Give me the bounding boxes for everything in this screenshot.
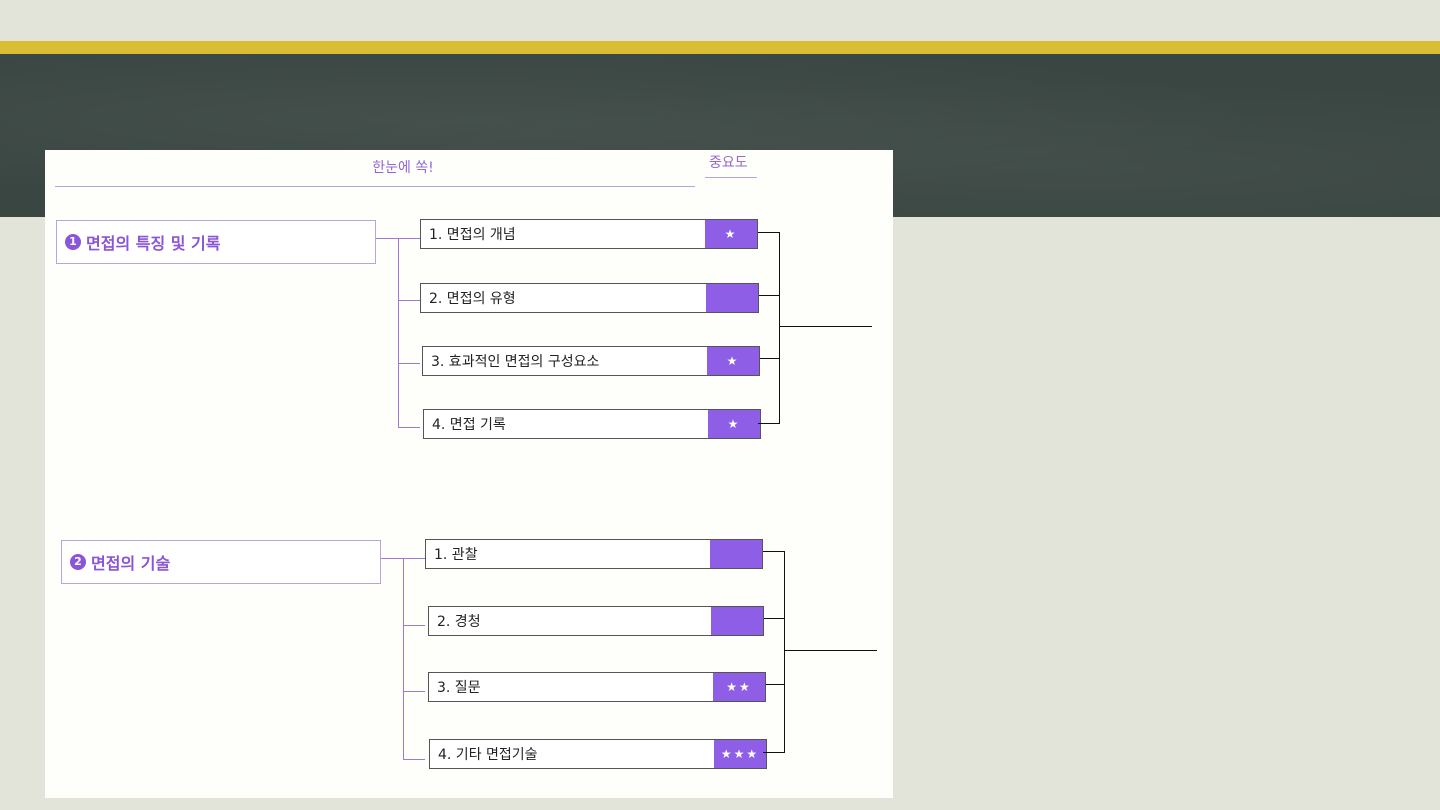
item-label: 3. 질문 bbox=[437, 680, 481, 696]
item-label: 4. 면접 기록 bbox=[432, 417, 506, 433]
bracket bbox=[764, 618, 784, 619]
title-underline bbox=[55, 186, 695, 187]
bracket bbox=[766, 684, 784, 685]
importance-stars: ★ bbox=[707, 347, 759, 375]
connector bbox=[398, 300, 420, 301]
importance-underline bbox=[705, 177, 757, 178]
item-label: 1. 면접의 개념 bbox=[429, 227, 516, 243]
item-2-2: 2. 경청 bbox=[428, 606, 764, 636]
item-label: 3. 효과적인 면접의 구성요소 bbox=[431, 354, 600, 370]
section-1-number: 1 bbox=[65, 234, 81, 250]
item-2-4: 4. 기타 면접기술 ★★★ bbox=[429, 739, 767, 769]
item-2-1: 1. 관찰 bbox=[425, 539, 763, 569]
item-label: 1. 관찰 bbox=[434, 547, 478, 563]
item-label: 4. 기타 면접기술 bbox=[438, 747, 538, 763]
section-2-number: 2 bbox=[70, 554, 86, 570]
importance-header: 중요도 bbox=[709, 155, 748, 171]
bracket bbox=[784, 650, 877, 651]
connector bbox=[398, 363, 420, 364]
bracket bbox=[760, 358, 779, 359]
connector bbox=[403, 558, 404, 760]
section-1-box: 1 면접의 특징 및 기록 bbox=[56, 220, 376, 264]
section-2-title: 면접의 기술 bbox=[91, 554, 171, 573]
connector bbox=[403, 691, 425, 692]
importance-stars bbox=[706, 284, 758, 312]
item-1-1: 1. 면접의 개념 ★ bbox=[420, 219, 758, 249]
accent-bar bbox=[0, 41, 1440, 54]
bracket bbox=[763, 551, 785, 753]
importance-stars: ★★★ bbox=[714, 740, 766, 768]
importance-stars bbox=[710, 540, 762, 568]
item-1-2: 2. 면접의 유형 bbox=[420, 283, 759, 313]
item-1-3: 3. 효과적인 면접의 구성요소 ★ bbox=[422, 346, 760, 376]
section-1-title: 면접의 특징 및 기록 bbox=[86, 234, 221, 253]
mindmap-sheet: 한눈에 쏙! 중요도 1 면접의 특징 및 기록 1. 면접의 개념 ★ 2. … bbox=[45, 150, 893, 798]
section-2-box: 2 면접의 기술 bbox=[61, 540, 381, 584]
importance-stars: ★★ bbox=[713, 673, 765, 701]
item-2-3: 3. 질문 ★★ bbox=[428, 672, 766, 702]
connector bbox=[403, 759, 425, 760]
sheet-title: 한눈에 쏙! bbox=[372, 160, 434, 176]
importance-stars: ★ bbox=[708, 410, 760, 438]
importance-stars: ★ bbox=[705, 220, 757, 248]
bracket bbox=[779, 326, 872, 327]
connector bbox=[398, 427, 420, 428]
item-label: 2. 면접의 유형 bbox=[429, 291, 516, 307]
importance-stars bbox=[711, 607, 763, 635]
connector bbox=[398, 238, 399, 428]
item-1-4: 4. 면접 기록 ★ bbox=[423, 409, 761, 439]
bracket bbox=[758, 232, 780, 424]
item-label: 2. 경청 bbox=[437, 614, 481, 630]
connector bbox=[403, 625, 425, 626]
bracket bbox=[759, 295, 779, 296]
